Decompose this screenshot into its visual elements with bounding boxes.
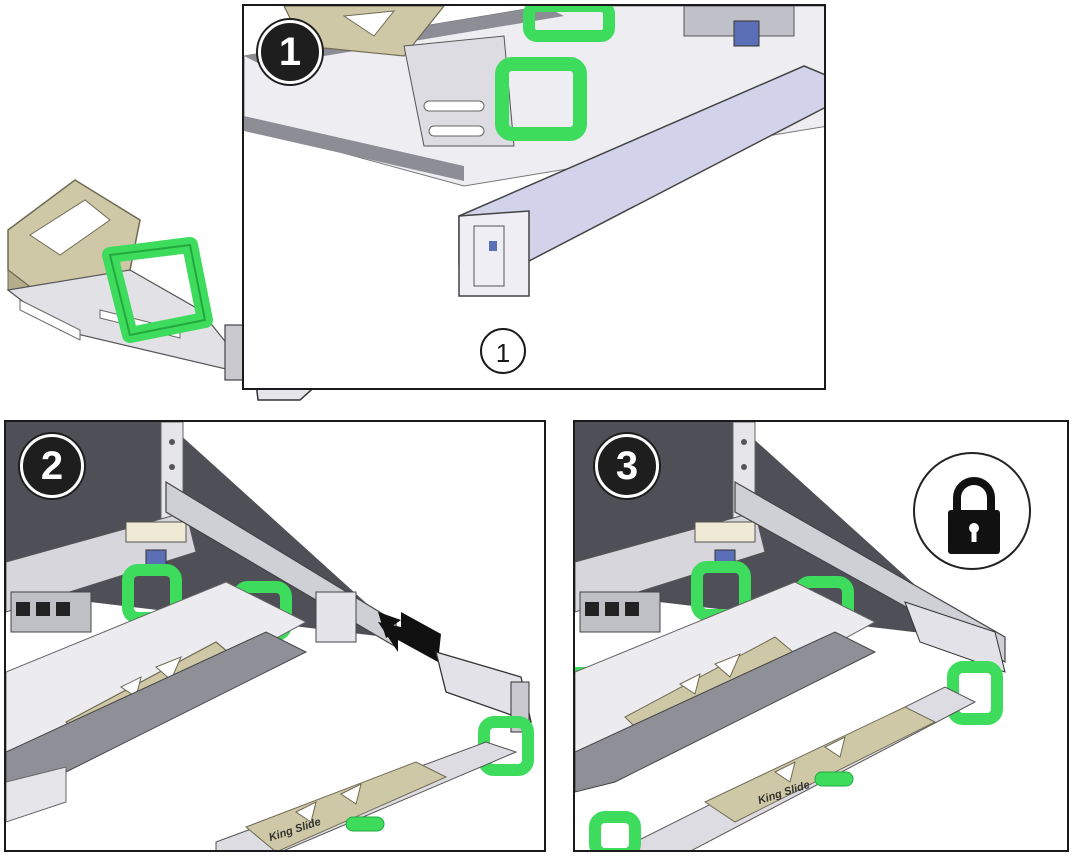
lock-badge xyxy=(913,452,1031,570)
step-1-panel: 1 xyxy=(242,4,826,390)
lock-icon xyxy=(948,477,1000,554)
step-3-illustration xyxy=(575,422,1006,850)
step-1-illustration xyxy=(244,6,824,297)
callout-1: 1 xyxy=(480,328,526,374)
step-1-badge: 1 xyxy=(258,20,322,84)
step-2-illustration xyxy=(6,422,534,850)
step-2-panel: 2 King Slide xyxy=(4,420,546,852)
step-3-badge: 3 xyxy=(595,434,659,498)
push-arrow-icon xyxy=(378,612,431,657)
step-3-panel: 3 King Slide xyxy=(573,420,1069,852)
step-2-badge: 2 xyxy=(20,434,84,498)
